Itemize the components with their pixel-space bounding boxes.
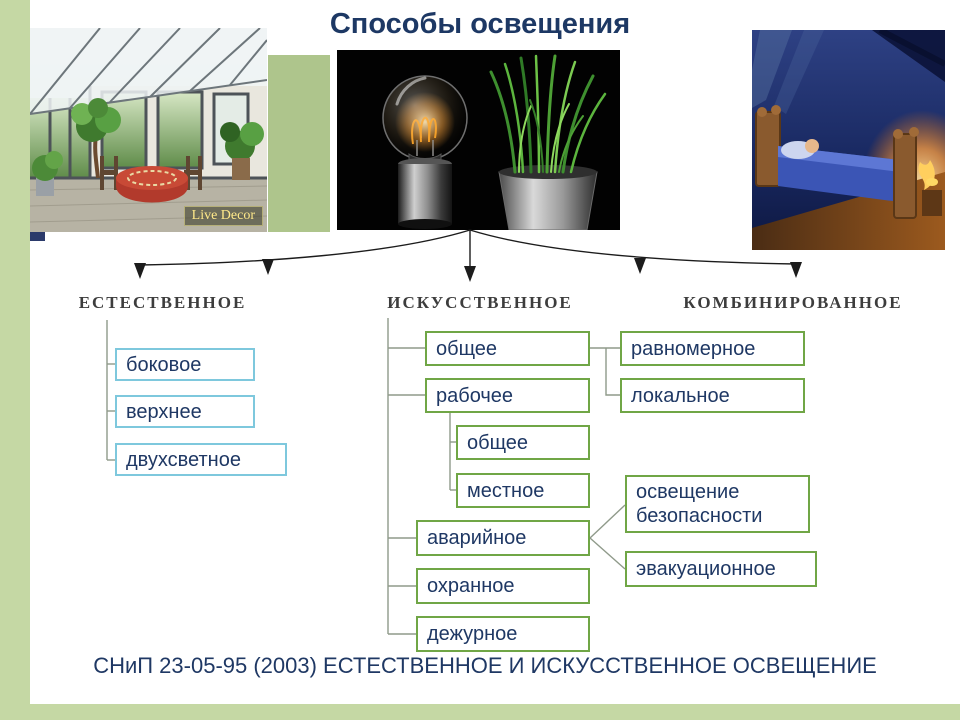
box-general: общее	[425, 331, 590, 366]
box-uniform: равномерное	[620, 331, 805, 366]
heading-artificial: ИСКУССТВЕННОЕ	[387, 293, 573, 312]
box-working-local: местное	[456, 473, 590, 508]
live-decor-watermark: Live Decor	[183, 206, 263, 226]
box-duty: дежурное	[416, 616, 590, 652]
heading-combined: КОМБИНИРОВАННОЕ	[683, 293, 903, 312]
footer-snip-reference: СНиП 23-05-95 (2003) ЕСТЕСТВЕННОЕ И ИСКУ…	[93, 653, 877, 678]
heading-natural: ЕСТЕСТВЕННОЕ	[78, 293, 247, 312]
conservatory-illustration	[30, 28, 267, 232]
left-green-bar	[0, 0, 30, 720]
night-bedroom-photo	[752, 30, 945, 250]
bed	[755, 105, 919, 219]
chairs	[100, 156, 202, 190]
box-double-light: двухсветное	[115, 443, 287, 476]
slide-title: Способы освещения	[329, 8, 631, 40]
bulb-grass-illustration	[337, 50, 620, 230]
light-bulb	[382, 75, 468, 229]
box-working: рабочее	[425, 378, 590, 413]
bottom-green-bar	[0, 704, 960, 720]
round-table	[116, 166, 188, 203]
box-emergency: аварийное	[416, 520, 590, 556]
box-localized: локальное	[620, 378, 805, 413]
conservatory-photo: Live Decor	[30, 28, 267, 232]
box-evacuation: эвакуационное	[625, 551, 817, 587]
nightstand	[922, 178, 942, 216]
grass-blades	[489, 54, 607, 174]
grass-pot	[498, 165, 598, 230]
box-side-lighting: боковое	[115, 348, 255, 381]
potted-plants	[32, 98, 264, 196]
bulb-grass-photo	[337, 50, 620, 230]
bedroom-illustration	[752, 30, 945, 250]
box-safety-lighting: освещение безопасности	[625, 475, 810, 533]
box-top-lighting: верхнее	[115, 395, 255, 428]
box-working-general: общее	[456, 425, 590, 460]
green-divider-band	[268, 55, 330, 232]
box-guard: охранное	[416, 568, 590, 604]
